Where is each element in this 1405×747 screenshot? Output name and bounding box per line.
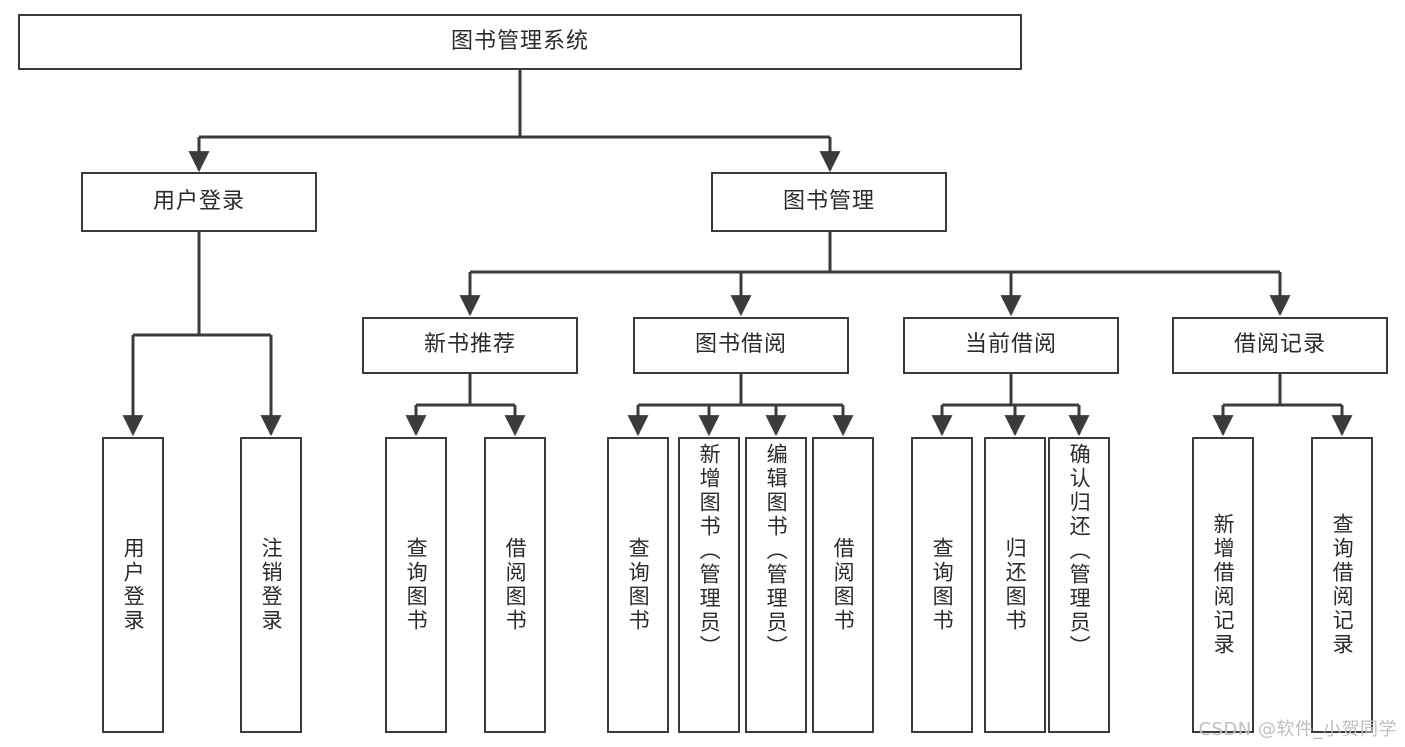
node-user-login-label: 用户登录 (152, 188, 245, 214)
node-leaf-borrow-book-2[interactable]: 借阅图书 (812, 437, 874, 733)
node-current-borrow-label: 当前借阅 (964, 332, 1057, 358)
node-leaf-borrow-book-1[interactable]: 借阅图书 (484, 437, 546, 733)
node-leaf-add-borrow-record[interactable]: 新增借阅记录 (1192, 437, 1254, 733)
node-leaf-user-login-label: 用户登录 (121, 537, 146, 633)
node-book-manage[interactable]: 图书管理 (711, 172, 947, 232)
node-leaf-confirm-return-label: 确认归还（管理员） (1067, 443, 1092, 659)
node-root[interactable]: 图书管理系统 (18, 14, 1022, 70)
node-leaf-query-borrow-record[interactable]: 查询借阅记录 (1311, 437, 1373, 733)
node-leaf-user-logout-label: 注销登录 (259, 537, 284, 633)
node-leaf-edit-book[interactable]: 编辑图书（管理员） (745, 437, 807, 733)
node-leaf-return-book-label: 归还图书 (1003, 537, 1028, 633)
node-leaf-borrow-book-1-label: 借阅图书 (503, 537, 528, 633)
node-leaf-borrow-book-2-label: 借阅图书 (831, 537, 856, 633)
node-leaf-confirm-return[interactable]: 确认归还（管理员） (1048, 437, 1110, 733)
node-leaf-query-borrow-record-label: 查询借阅记录 (1330, 513, 1355, 657)
watermark-text: CSDN @软件_小贺同学 (1198, 719, 1397, 740)
node-borrow-record[interactable]: 借阅记录 (1172, 317, 1388, 374)
node-leaf-query-book-3-label: 查询图书 (930, 537, 955, 633)
node-user-login[interactable]: 用户登录 (81, 172, 317, 232)
node-book-borrow[interactable]: 图书借阅 (633, 317, 849, 374)
node-leaf-return-book[interactable]: 归还图书 (984, 437, 1046, 733)
node-book-manage-label: 图书管理 (782, 188, 875, 214)
node-leaf-query-book-1[interactable]: 查询图书 (385, 437, 447, 733)
node-root-label: 图书管理系统 (450, 28, 589, 54)
node-new-book-recommend-label: 新书推荐 (423, 332, 516, 358)
node-leaf-query-book-1-label: 查询图书 (404, 537, 429, 633)
node-borrow-record-label: 借阅记录 (1233, 332, 1326, 358)
node-leaf-user-login[interactable]: 用户登录 (102, 437, 164, 733)
node-leaf-user-logout[interactable]: 注销登录 (240, 437, 302, 733)
node-book-borrow-label: 图书借阅 (694, 332, 787, 358)
node-leaf-add-borrow-record-label: 新增借阅记录 (1211, 513, 1236, 657)
node-leaf-query-book-3[interactable]: 查询图书 (911, 437, 973, 733)
node-leaf-add-book[interactable]: 新增图书（管理员） (678, 437, 740, 733)
node-new-book-recommend[interactable]: 新书推荐 (362, 317, 578, 374)
node-leaf-edit-book-label: 编辑图书（管理员） (764, 443, 789, 659)
node-leaf-add-book-label: 新增图书（管理员） (697, 443, 722, 659)
node-current-borrow[interactable]: 当前借阅 (903, 317, 1119, 374)
node-leaf-query-book-2-label: 查询图书 (626, 537, 651, 633)
node-leaf-query-book-2[interactable]: 查询图书 (607, 437, 669, 733)
